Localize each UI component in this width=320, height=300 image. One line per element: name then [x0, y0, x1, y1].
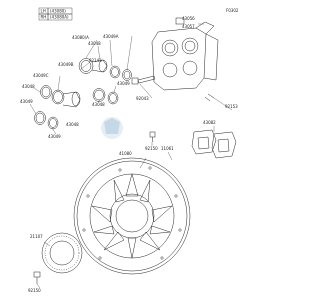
- label-43049a: 43049A: [103, 34, 119, 39]
- pad-bolt: [149, 131, 156, 142]
- label-11061: 11061: [161, 146, 174, 151]
- abs-sensor-ring: [41, 232, 83, 274]
- diagram-id: F0302: [226, 8, 239, 13]
- rotor-bolt: [33, 271, 41, 284]
- piston-seal-set: [34, 58, 132, 130]
- label-41080: 41080: [119, 151, 132, 156]
- legend-code-rh: RH: [41, 15, 47, 20]
- leader-lines: [29, 23, 233, 289]
- label-21107: 21107: [30, 234, 43, 239]
- label-92150b: 92150: [28, 288, 41, 293]
- brake-caliper: [151, 17, 219, 102]
- label-92143: 92143: [89, 58, 102, 63]
- label-92153a: 92153: [225, 104, 238, 109]
- watermark-logo: [101, 117, 123, 139]
- brake-disc: [73, 157, 191, 275]
- legend-part-lh: (43080): [50, 9, 66, 14]
- legend: LH RH (43080) (43080A): [38, 7, 73, 21]
- label-43080a: 43080/A: [72, 35, 89, 40]
- label-43049b: 43049B: [58, 62, 74, 67]
- legend-part-rh: (43080A): [50, 15, 69, 20]
- label-43049e: 43049: [117, 81, 130, 86]
- legend-code-lh: LH: [41, 9, 46, 14]
- label-43048a: 43048: [88, 41, 101, 46]
- part-labels: 43080/A 43049A 43048 92143 43049B 43049C…: [20, 16, 238, 293]
- label-43056: 43056: [182, 16, 195, 21]
- caliper-bolt: [131, 75, 156, 85]
- label-92150a: 92150: [145, 146, 158, 151]
- label-43082: 43082: [203, 120, 216, 125]
- label-43048d: 43048: [66, 122, 79, 127]
- label-43048b: 43048: [22, 84, 35, 89]
- label-43048c: 43048: [92, 102, 105, 107]
- label-43049d: 43049: [20, 99, 33, 104]
- label-43049f: 43049: [48, 134, 61, 139]
- exploded-parts-diagram: F0302 LH RH (43080) (43080A): [20, 7, 239, 293]
- label-92043: 92043: [136, 96, 149, 101]
- label-43049c: 43049C: [33, 73, 49, 78]
- label-43057: 43057: [182, 24, 195, 29]
- brake-pads: [191, 129, 237, 159]
